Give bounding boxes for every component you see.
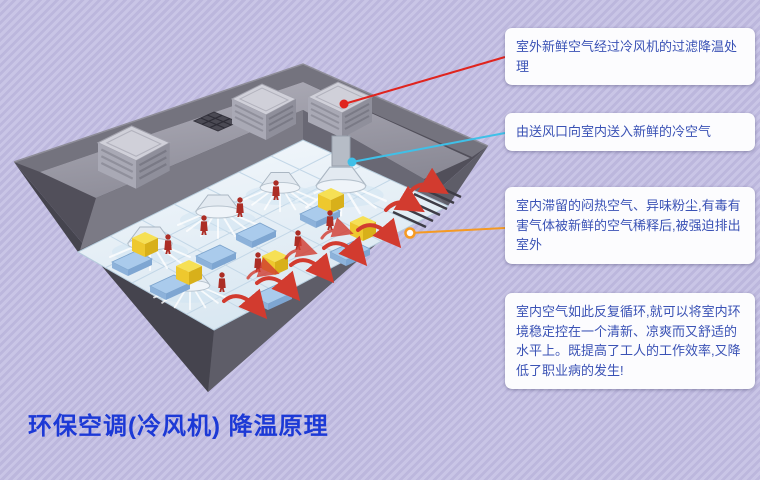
connector-dot-fresh-air	[339, 99, 349, 109]
factory-building	[13, 63, 489, 392]
callout-text: 室内空气如此反复循环,就可以将室内环境稳定控在一个清新、凉爽而又舒适的水平上。既…	[516, 304, 741, 378]
connector-dot-supply-air	[347, 157, 357, 167]
callout-text: 室外新鲜空气经过冷风机的过滤降温处理	[516, 39, 738, 74]
connector-line-supply-air	[351, 132, 506, 163]
left-wall	[14, 162, 214, 392]
callout-exhaust-air: 室内滞留的闷热空气、异味粉尘,有毒有害气体被新鲜的空气稀释后,被强迫排出室外	[505, 187, 755, 264]
page-title: 环保空调(冷风机) 降温原理	[28, 413, 329, 440]
supply-duct	[331, 135, 351, 167]
roof-edge-highlight	[13, 63, 489, 163]
connector-dot-exhaust	[404, 227, 416, 239]
connector-line-fresh-air	[343, 56, 506, 105]
callout-supply-air: 由送风口向室内送入新鲜的冷空气	[505, 113, 755, 151]
exhaust-airflow-arrows	[222, 167, 449, 320]
callout-fresh-air-filtering: 室外新鲜空气经过冷风机的过滤降温处理	[505, 28, 755, 85]
callout-connectors	[339, 56, 506, 239]
callout-circulation-benefits: 室内空气如此反复循环,就可以将室内环境稳定控在一个清新、凉爽而又舒适的水平上。既…	[505, 293, 755, 389]
connector-line-exhaust	[409, 227, 506, 234]
callout-text: 室内滞留的闷热空气、异味粉尘,有毒有害气体被新鲜的空气稀释后,被强迫排出室外	[516, 198, 741, 252]
callout-text: 由送风口向室内送入新鲜的冷空气	[516, 124, 712, 139]
roof-rim	[14, 64, 488, 172]
inner-wall-left	[80, 110, 303, 250]
indoor-airflow-arrows	[246, 217, 354, 280]
